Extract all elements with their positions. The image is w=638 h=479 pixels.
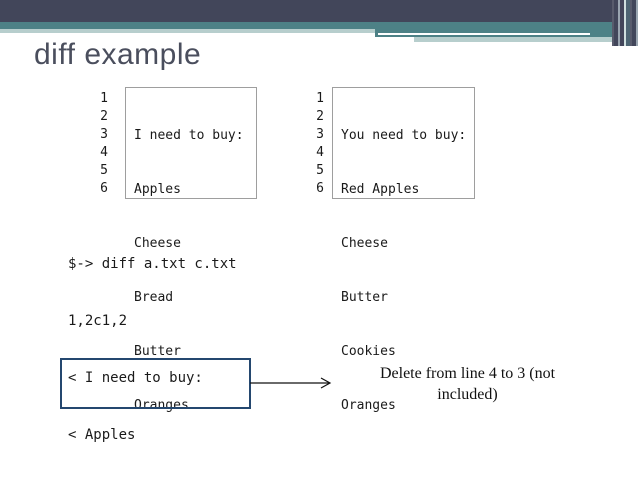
header-dark-bar xyxy=(0,0,638,22)
line-number: 2 xyxy=(316,109,324,124)
file-c-line-numbers: 1 2 3 4 5 6 xyxy=(308,90,324,198)
line-number: 4 xyxy=(316,145,324,160)
file-a-line: I need to buy: xyxy=(134,128,244,143)
line-number: 2 xyxy=(100,109,108,124)
diff-output-line: < I need to buy: xyxy=(68,370,203,386)
file-c-line: Cookies xyxy=(341,344,396,359)
file-a-line: Apples xyxy=(134,182,181,197)
file-a-line: Bread xyxy=(134,290,174,305)
header-right-pale-extension xyxy=(414,37,638,42)
diff-output-line: 1,2c1,2 xyxy=(68,313,128,329)
annotation-text: Delete from line 4 to 3 (not included) xyxy=(379,365,556,403)
file-a-line: Cheese xyxy=(134,236,181,251)
header-pale-stripe xyxy=(0,29,638,33)
file-box-c: You need to buy: Red Apples Cheese Butte… xyxy=(332,87,475,413)
line-number: 3 xyxy=(100,127,108,142)
page-title: diff example xyxy=(34,38,202,71)
line-number: 5 xyxy=(316,163,324,178)
line-number: 6 xyxy=(316,181,324,196)
diff-command-line: $-> diff a.txt c.txt xyxy=(68,256,237,272)
arrow-connector-icon xyxy=(250,377,332,389)
line-number: 5 xyxy=(100,163,108,178)
file-c-line: Red Apples xyxy=(341,182,420,197)
header-corner-stripes xyxy=(612,0,638,46)
file-box-a: I need to buy: Apples Cheese Bread Butte… xyxy=(125,87,257,413)
line-number: 4 xyxy=(100,145,108,160)
file-a-line: Butter xyxy=(134,344,181,359)
line-number: 1 xyxy=(100,91,108,106)
line-number: 6 xyxy=(100,181,108,196)
highlight-box xyxy=(60,358,251,409)
file-c-line: Oranges xyxy=(341,398,396,413)
file-c-line: Cheese xyxy=(341,236,388,251)
file-a-line: Oranges xyxy=(134,398,189,413)
diff-output: $-> diff a.txt c.txt 1,2c1,2 < I need to… xyxy=(68,217,237,479)
diff-output-line: < Apples xyxy=(68,427,136,443)
file-a-line-numbers: 1 2 3 4 5 6 xyxy=(92,90,108,198)
file-c-line: You need to buy: xyxy=(341,128,467,143)
header-teal-stripe xyxy=(0,22,638,29)
line-number: 3 xyxy=(316,127,324,142)
header-right-white-line xyxy=(378,33,590,35)
file-c-line: Butter xyxy=(341,290,388,305)
line-number: 1 xyxy=(316,91,324,106)
